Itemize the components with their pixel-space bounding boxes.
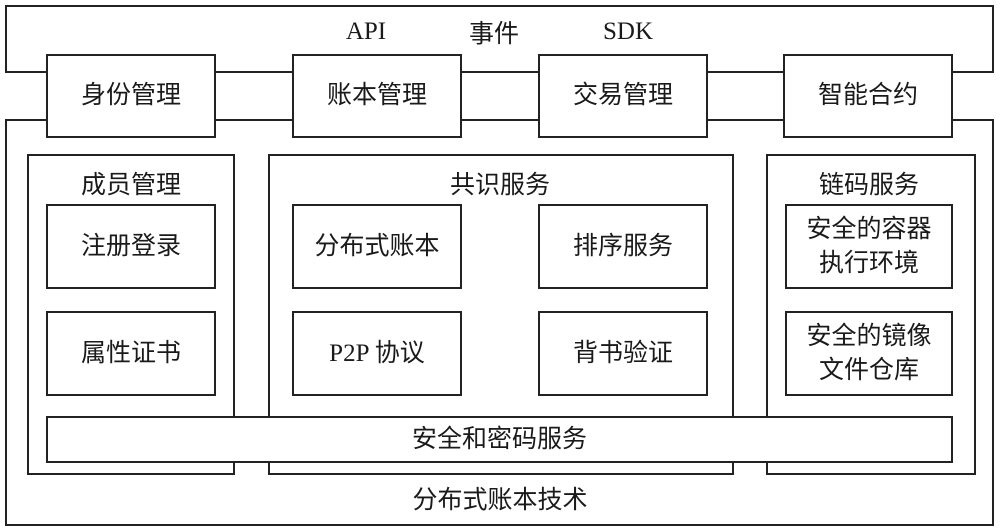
consensus-title: 共识服务 (449, 172, 551, 199)
attribute-certificate-box: 属性证书 (46, 311, 216, 396)
registration-login-box: 注册登录 (46, 204, 216, 289)
membership-title: 成员管理 (80, 172, 182, 199)
distributed-ledger-box: 分布式账本 (292, 204, 462, 289)
endorsement-validation-box: 背书验证 (538, 311, 708, 396)
chaincode-title: 链码服务 (818, 172, 920, 199)
smart-contract-box: 智能合约 (783, 54, 953, 138)
identity-management-box: 身份管理 (46, 54, 216, 138)
p2p-protocol-box: P2P 协议 (292, 311, 462, 396)
security-crypto-service-bar: 安全和密码服务 (46, 416, 953, 463)
transaction-management-box: 交易管理 (538, 54, 708, 138)
event-label: 事件 (468, 21, 520, 48)
sdk-label: SDK (602, 18, 654, 45)
secure-container-line2: 执行环境 (818, 249, 919, 277)
ordering-service-box: 排序服务 (538, 204, 708, 289)
api-label: API (345, 18, 387, 45)
secure-container-line1: 安全的容器 (806, 215, 932, 243)
ledger-management-box: 账本管理 (292, 54, 462, 138)
secure-image-repo-box: 安全的镜像 文件仓库 (785, 311, 953, 396)
secure-image-line2: 文件仓库 (818, 356, 919, 384)
secure-container-box: 安全的容器 执行环境 (785, 204, 953, 289)
secure-image-line1: 安全的镜像 (806, 322, 932, 350)
dlt-footer-label: 分布式账本技术 (412, 487, 588, 514)
